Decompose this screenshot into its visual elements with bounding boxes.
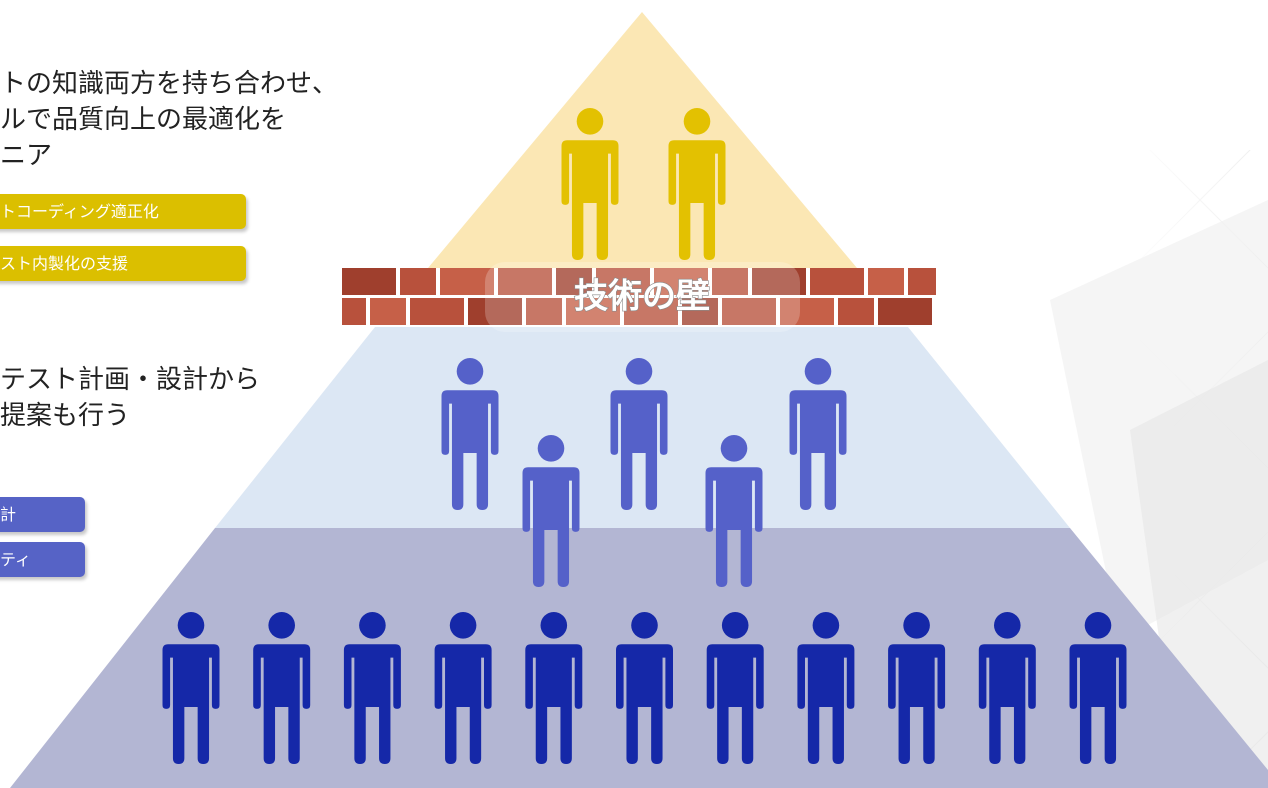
top-description-line: トの知識両方を持ち合わせ、 xyxy=(0,69,339,99)
wall-brick xyxy=(878,298,932,325)
middle-tier-description: テスト計画・設計から 提案も行う xyxy=(0,362,260,434)
background-geometric-pattern xyxy=(900,150,1268,788)
top-tag-in-house-testing: スト内製化の支援 xyxy=(0,246,246,281)
middle-tag-quality: ティ xyxy=(0,542,85,577)
wall-brick xyxy=(342,298,366,325)
top-description-line: ニア xyxy=(0,141,53,171)
technology-wall xyxy=(342,262,936,332)
wall-brick xyxy=(752,268,806,295)
mid-description-line: 提案も行う xyxy=(0,401,131,431)
wall-label: 技術の壁 xyxy=(574,277,710,317)
wall-highlight xyxy=(485,262,800,332)
wall-brick xyxy=(810,268,864,295)
wall-brick xyxy=(556,268,592,295)
wall-brick xyxy=(498,268,552,295)
middle-tag-design: 計 xyxy=(0,497,85,532)
wall-brick xyxy=(370,298,406,325)
wall-brick xyxy=(780,298,834,325)
wall-brick xyxy=(440,268,494,295)
wall-brick xyxy=(908,268,936,295)
mid-description-line: テスト計画・設計から xyxy=(0,365,261,395)
top-tier-description: トの知識両方を持ち合わせ、 ルで品質向上の最適化を ニア xyxy=(0,66,338,174)
wall-brick xyxy=(566,298,620,325)
wall-brick xyxy=(624,298,678,325)
wall-brick xyxy=(596,268,650,295)
wall-brick xyxy=(712,268,748,295)
wall-brick xyxy=(868,268,904,295)
wall-brick xyxy=(682,298,718,325)
wall-brick xyxy=(468,298,522,325)
wall-brick xyxy=(838,298,874,325)
wall-brick xyxy=(342,268,396,295)
wall-brick xyxy=(410,298,464,325)
wall-brick xyxy=(526,298,562,325)
pyramid-top-tier xyxy=(428,12,857,268)
wall-brick xyxy=(722,298,776,325)
wall-brick xyxy=(400,268,436,295)
top-tag-coding: トコーディング適正化 xyxy=(0,194,246,229)
top-description-line: ルで品質向上の最適化を xyxy=(0,105,287,135)
wall-brick xyxy=(654,268,708,295)
